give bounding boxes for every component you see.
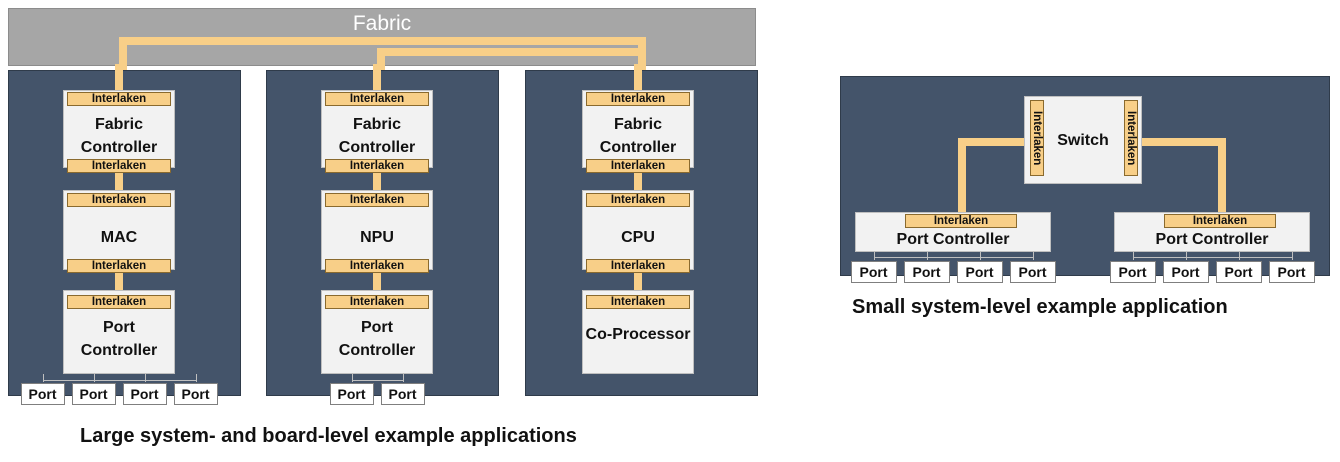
port-stem — [402, 374, 404, 382]
interlaken-label: Interlaken — [67, 92, 171, 106]
interlaken-label: Interlaken — [586, 159, 690, 173]
port-stem — [93, 374, 95, 382]
interlaken-label: Interlaken — [67, 259, 171, 273]
interlaken-label: Interlaken — [67, 159, 171, 173]
port-box: Port — [956, 261, 1003, 283]
port-stem — [1238, 252, 1240, 260]
interlaken-label: Interlaken — [325, 295, 429, 309]
interlaken-label: Interlaken — [1164, 214, 1276, 228]
port-stem — [1032, 252, 1034, 260]
port-box: Port — [20, 383, 65, 405]
interlaken-label-right: Interlaken — [1124, 100, 1138, 176]
interlaken-link — [115, 270, 123, 296]
fabric-wire — [119, 37, 646, 45]
fabric-wire — [377, 48, 385, 71]
interlaken-link — [373, 168, 381, 196]
interlaken-link — [373, 64, 381, 94]
port-stem — [1185, 252, 1187, 260]
port-stem — [144, 374, 146, 382]
interlaken-link — [115, 64, 123, 94]
interlaken-label: Interlaken — [905, 214, 1017, 228]
port-controller-block: Port Controller — [855, 212, 1051, 252]
interlaken-link — [115, 168, 123, 196]
interlaken-label: Interlaken — [586, 295, 690, 309]
port-box: Port — [173, 383, 218, 405]
port-stem — [42, 374, 44, 382]
switch-link — [1136, 138, 1226, 146]
port-stem — [351, 374, 353, 382]
port-box: Port — [1268, 261, 1315, 283]
interlaken-link — [634, 270, 642, 296]
interlaken-label: Interlaken — [586, 92, 690, 106]
switch-link — [958, 138, 966, 218]
fabric-wire — [377, 48, 646, 56]
switch-link — [1218, 138, 1226, 218]
interlaken-label: Interlaken — [586, 193, 690, 207]
port-box: Port — [1215, 261, 1262, 283]
small-caption: Small system-level example application — [852, 296, 1228, 318]
interlaken-label: Interlaken — [325, 159, 429, 173]
fabric-wire — [119, 37, 127, 71]
large-caption: Large system- and board-level example ap… — [80, 425, 577, 447]
fabric-wire — [638, 37, 646, 71]
port-bus — [42, 380, 196, 381]
port-stem — [1132, 252, 1134, 260]
interlaken-label: Interlaken — [67, 193, 171, 207]
interlaken-label-left: Interlaken — [1030, 100, 1044, 176]
interlaken-link — [373, 270, 381, 296]
interlaken-label: Interlaken — [325, 259, 429, 273]
port-box: Port — [850, 261, 897, 283]
interlaken-label: Interlaken — [325, 92, 429, 106]
port-stem — [873, 252, 875, 260]
interlaken-label: Interlaken — [325, 193, 429, 207]
port-box: Port — [1162, 261, 1209, 283]
port-box: Port — [71, 383, 116, 405]
port-bus — [351, 380, 403, 381]
interlaken-label: Interlaken — [67, 295, 171, 309]
port-bus — [1132, 257, 1292, 258]
interlaken-label: Interlaken — [586, 259, 690, 273]
port-box: Port — [329, 383, 374, 405]
port-stem — [1291, 252, 1293, 260]
port-bus — [873, 257, 1033, 258]
switch-link — [958, 138, 1028, 146]
port-box: Port — [122, 383, 167, 405]
interlaken-link — [634, 168, 642, 196]
port-box: Port — [380, 383, 425, 405]
port-box: Port — [1009, 261, 1056, 283]
port-box: Port — [1109, 261, 1156, 283]
port-stem — [979, 252, 981, 260]
port-box: Port — [903, 261, 950, 283]
port-stem — [926, 252, 928, 260]
port-stem — [195, 374, 197, 382]
interlaken-link — [634, 64, 642, 94]
